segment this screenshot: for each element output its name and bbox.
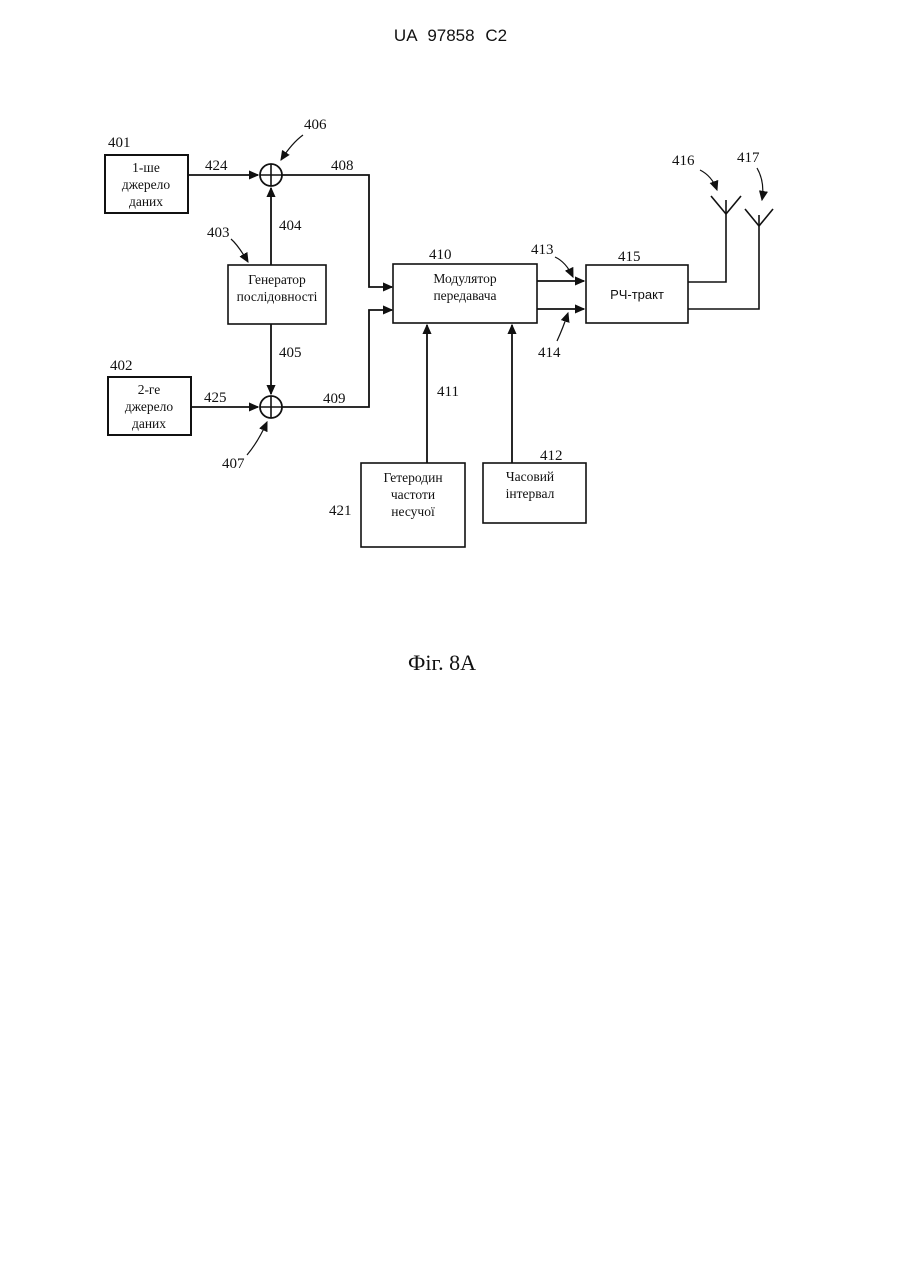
source2-line2: джерело bbox=[125, 399, 173, 414]
ref-402: 402 bbox=[110, 358, 133, 374]
ref-403: 403 bbox=[207, 225, 230, 241]
label-414: 414 bbox=[538, 345, 561, 361]
osc-line1: Гетеродин bbox=[383, 470, 442, 485]
data-source-1-block: 1-ше джерело даних bbox=[105, 155, 188, 213]
osc-line2: частоти bbox=[391, 487, 435, 502]
source1-line2: джерело bbox=[122, 177, 170, 192]
ref-412: 412 bbox=[540, 448, 563, 464]
modulator-line2: передавача bbox=[433, 288, 496, 303]
ref-410: 410 bbox=[429, 247, 452, 263]
source1-line1: 1-ше bbox=[132, 160, 160, 175]
osc-line3: несучої bbox=[391, 504, 435, 519]
ref-407-pointer bbox=[247, 422, 267, 455]
label-409: 409 bbox=[323, 391, 346, 407]
ref-407: 407 bbox=[222, 456, 245, 472]
carrier-local-oscillator-block: Гетеродин частоти несучої bbox=[361, 463, 465, 547]
source2-line1: 2-ге bbox=[138, 382, 161, 397]
ref-416: 416 bbox=[672, 153, 695, 169]
timeslot-line2: інтервал bbox=[506, 486, 555, 501]
ref-403-pointer bbox=[231, 239, 248, 262]
ref-414-pointer bbox=[557, 313, 568, 341]
ref-416-pointer bbox=[700, 170, 717, 190]
feed-antenna-1 bbox=[688, 200, 726, 282]
adder-2-symbol bbox=[260, 396, 282, 418]
rf-path-label: РЧ-тракт bbox=[610, 287, 664, 302]
modulator-line1: Модулятор bbox=[433, 271, 496, 286]
label-413: 413 bbox=[531, 242, 554, 258]
ref-417-pointer bbox=[757, 168, 763, 200]
label-404: 404 bbox=[279, 218, 302, 234]
source1-line3: даних bbox=[129, 194, 163, 209]
adder-1-symbol bbox=[260, 164, 282, 186]
ref-417: 417 bbox=[737, 150, 760, 166]
ref-406-pointer bbox=[281, 135, 303, 160]
label-424: 424 bbox=[205, 158, 228, 174]
time-slot-block: Часовий інтервал bbox=[483, 463, 586, 523]
label-425: 425 bbox=[204, 390, 227, 406]
ref-415: 415 bbox=[618, 249, 641, 265]
seqgen-line2: послідовності bbox=[237, 289, 318, 304]
ref-401: 401 bbox=[108, 135, 131, 151]
timeslot-line1: Часовий bbox=[506, 469, 554, 484]
ref-413-pointer bbox=[555, 257, 573, 277]
sequence-generator-block: Генератор послідовності bbox=[228, 265, 326, 324]
label-408: 408 bbox=[331, 158, 354, 174]
label-411: 411 bbox=[437, 384, 459, 400]
feed-antenna-2 bbox=[688, 215, 759, 309]
source2-line3: даних bbox=[132, 416, 166, 431]
rf-path-block: РЧ-тракт bbox=[586, 265, 688, 323]
ref-406: 406 bbox=[304, 117, 327, 133]
seqgen-line1: Генератор bbox=[248, 272, 306, 287]
ref-421: 421 bbox=[329, 503, 352, 519]
transmitter-modulator-block: Модулятор передавача bbox=[393, 264, 537, 323]
label-405: 405 bbox=[279, 345, 302, 361]
data-source-2-block: 2-ге джерело даних bbox=[108, 377, 191, 435]
figure-caption: Фіг. 8А bbox=[408, 650, 476, 675]
